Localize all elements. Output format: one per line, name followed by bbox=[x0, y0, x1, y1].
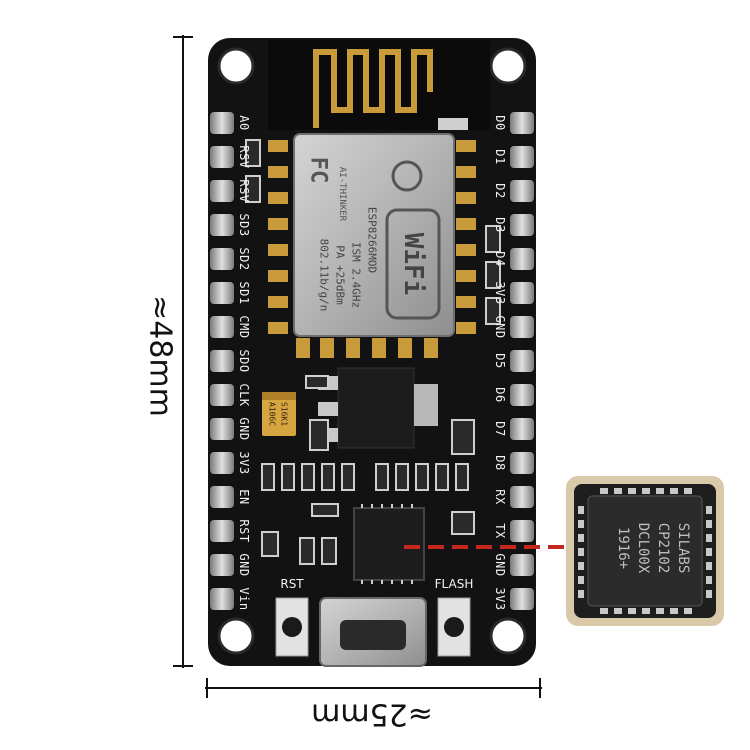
zoom-chip-text: CP2102 bbox=[655, 522, 671, 574]
right-pin-label: RX bbox=[493, 489, 507, 505]
right-header-pins bbox=[510, 112, 534, 610]
mounting-hole bbox=[489, 47, 527, 85]
left-pin-label: A0 bbox=[237, 115, 251, 131]
left-pin-label: RSV bbox=[237, 179, 251, 203]
pcb-antenna bbox=[313, 49, 433, 128]
height-dimension-label: ≈48mm bbox=[142, 295, 178, 417]
right-pin-label: D5 bbox=[493, 353, 507, 369]
led bbox=[438, 118, 468, 130]
micro-usb-port bbox=[340, 620, 406, 650]
cp2102-pins bbox=[578, 488, 712, 614]
left-pin-label: SDO bbox=[237, 349, 251, 373]
capacitor-text: A106C bbox=[267, 401, 277, 427]
right-pin-label: GND bbox=[493, 315, 507, 339]
usb-uart-chip-pins bbox=[361, 504, 413, 584]
smd-components bbox=[245, 139, 501, 565]
left-pin-label: EN bbox=[237, 489, 251, 505]
mounting-hole bbox=[217, 47, 255, 85]
left-pin-label: SD1 bbox=[237, 281, 251, 305]
left-pin-label: RST bbox=[237, 519, 251, 543]
right-pin-label: 3V3 bbox=[493, 281, 507, 305]
capacitor-text: S16K1 bbox=[279, 401, 289, 427]
wifi-mark: WiFi bbox=[398, 232, 428, 296]
mounting-hole bbox=[217, 617, 255, 655]
left-pin-label: SD3 bbox=[237, 213, 251, 237]
right-pin-label: D7 bbox=[493, 421, 507, 437]
module-text-line: 802.11b/g/n bbox=[317, 238, 331, 312]
regulator-tab bbox=[414, 384, 438, 426]
rst-button-cap bbox=[282, 617, 302, 637]
left-pin-label: GND bbox=[237, 417, 251, 441]
flash-button-cap bbox=[444, 617, 464, 637]
flash-button-body bbox=[437, 597, 471, 657]
zoom-chip-text: SILABS bbox=[675, 522, 691, 574]
module-text-line: ESP8266MOD bbox=[365, 206, 379, 274]
rst-button-label: RST bbox=[280, 577, 304, 591]
right-pin-label: 3V3 bbox=[493, 587, 507, 611]
right-pin-label: D0 bbox=[493, 115, 507, 131]
left-pin-label: GND bbox=[237, 553, 251, 577]
right-pin-label: D6 bbox=[493, 387, 507, 403]
left-pin-label: CLK bbox=[237, 383, 251, 407]
tantalum-capacitor bbox=[262, 392, 296, 436]
vendor-mark: AI-THINKER bbox=[337, 166, 347, 222]
right-pin-label: D3 bbox=[493, 217, 507, 233]
right-pin-label: GND bbox=[493, 553, 507, 577]
module-text-line: ISM 2.4GHz bbox=[349, 241, 363, 309]
left-pin-label: RSV bbox=[237, 145, 251, 169]
capacitor-stripe bbox=[262, 392, 296, 400]
left-pin-label: Vin bbox=[237, 587, 251, 611]
mounting-hole bbox=[489, 617, 527, 655]
module-text-line: PA +25dBm bbox=[333, 245, 347, 305]
left-pin-label: CMD bbox=[237, 315, 251, 339]
espressif-logo bbox=[391, 160, 423, 192]
fcc-mark: FC bbox=[305, 156, 331, 184]
flash-button-label: FLASH bbox=[434, 577, 474, 591]
left-pin-label: 3V3 bbox=[237, 451, 251, 475]
right-pin-label: D1 bbox=[493, 149, 507, 165]
right-pin-label: D4 bbox=[493, 251, 507, 267]
voltage-regulator bbox=[337, 367, 415, 449]
right-pin-label: TX bbox=[493, 523, 507, 539]
zoom-chip-text: 1916+ bbox=[615, 526, 631, 570]
cp2102-package bbox=[587, 495, 703, 607]
usb-uart-chip bbox=[353, 507, 425, 581]
left-pin-label: SD2 bbox=[237, 247, 251, 271]
esp8266-shield bbox=[293, 133, 455, 337]
resistor-row bbox=[261, 463, 469, 491]
module-pads bbox=[268, 140, 476, 358]
left-header-pins bbox=[210, 112, 234, 610]
zoom-chip-text: DCL00X bbox=[635, 522, 651, 574]
right-pin-label: D2 bbox=[493, 183, 507, 199]
regulator-pin bbox=[318, 402, 338, 416]
width-dimension-label: ≈25mm bbox=[311, 696, 433, 732]
right-pin-label: D8 bbox=[493, 455, 507, 471]
wifi-logo-frame bbox=[385, 208, 441, 320]
